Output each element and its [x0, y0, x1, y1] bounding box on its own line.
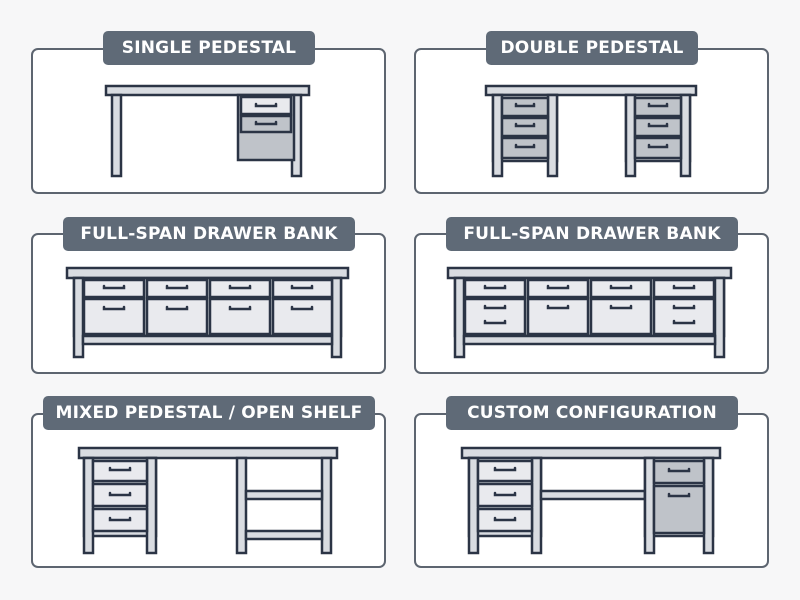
drawer-handle	[546, 304, 570, 310]
drawer-handle	[102, 284, 126, 290]
drawer-handle	[493, 466, 517, 472]
drawer-handle	[672, 284, 696, 290]
cabinet-door	[652, 484, 706, 535]
stretcher	[462, 334, 717, 346]
left-leg	[110, 93, 123, 178]
drawer	[463, 297, 527, 336]
drawer	[82, 297, 146, 336]
drawer	[145, 297, 209, 336]
drawer-handle	[254, 102, 278, 108]
drawer	[208, 297, 272, 336]
drawer-handle	[165, 305, 189, 311]
drawer-handle	[493, 516, 517, 522]
drawer-handle	[290, 305, 314, 311]
drawer	[589, 297, 653, 336]
right-leg	[702, 456, 715, 555]
desktop-top	[104, 84, 311, 97]
label-single-pedestal: SINGLE PEDESTAL	[103, 31, 315, 65]
desktop-top	[484, 84, 698, 97]
drawer-handle	[667, 467, 691, 473]
drawer-handle	[228, 305, 252, 311]
drawer-handle	[546, 284, 570, 290]
drawer	[271, 297, 334, 336]
drawer-handle	[108, 491, 132, 497]
drawer	[526, 297, 590, 336]
drawer-handle	[254, 120, 278, 126]
drawer-handle	[228, 284, 252, 290]
drawer-handle	[108, 516, 132, 522]
drawer-handle	[672, 304, 696, 310]
label-custom: CUSTOM CONFIGURATION	[446, 396, 738, 430]
drawer-handle	[483, 284, 507, 290]
modesty-rail	[539, 489, 647, 501]
drawer-handle	[514, 102, 536, 108]
drawer-handle	[108, 466, 132, 472]
drawer-handle	[647, 122, 669, 128]
drawer-handle	[647, 102, 669, 108]
label-full-span-2: FULL-SPAN DRAWER BANK	[446, 217, 738, 251]
desktop-top	[77, 446, 339, 460]
shelf-leg	[320, 456, 333, 555]
right-leg-inner	[643, 456, 656, 555]
drawer-handle	[514, 122, 536, 128]
drawer-handle	[609, 284, 633, 290]
drawer-handle	[514, 143, 536, 149]
drawer	[652, 297, 716, 336]
drawer-handle	[609, 304, 633, 310]
drawer-handle	[290, 284, 314, 290]
drawer-handle	[672, 319, 696, 325]
drawer-handle	[493, 491, 517, 497]
desktop-top	[460, 446, 722, 460]
drawer-handle	[667, 492, 691, 498]
stretcher	[81, 334, 334, 346]
label-double-pedestal: DOUBLE PEDESTAL	[486, 31, 698, 65]
shelf-leg	[235, 456, 248, 555]
drawer-handle	[483, 304, 507, 310]
bottom-shelf	[244, 529, 324, 541]
drawer-handle	[102, 305, 126, 311]
left-leg	[467, 456, 480, 555]
label-full-span-1: FULL-SPAN DRAWER BANK	[63, 217, 355, 251]
label-mixed: MIXED PEDESTAL / OPEN SHELF	[43, 396, 375, 430]
drawer-handle	[647, 143, 669, 149]
drawer-handle	[165, 284, 189, 290]
panel-double-pedestal	[414, 48, 769, 194]
left-leg-inner	[530, 456, 543, 555]
open-shelf	[244, 489, 324, 501]
drawer-handle	[483, 319, 507, 325]
